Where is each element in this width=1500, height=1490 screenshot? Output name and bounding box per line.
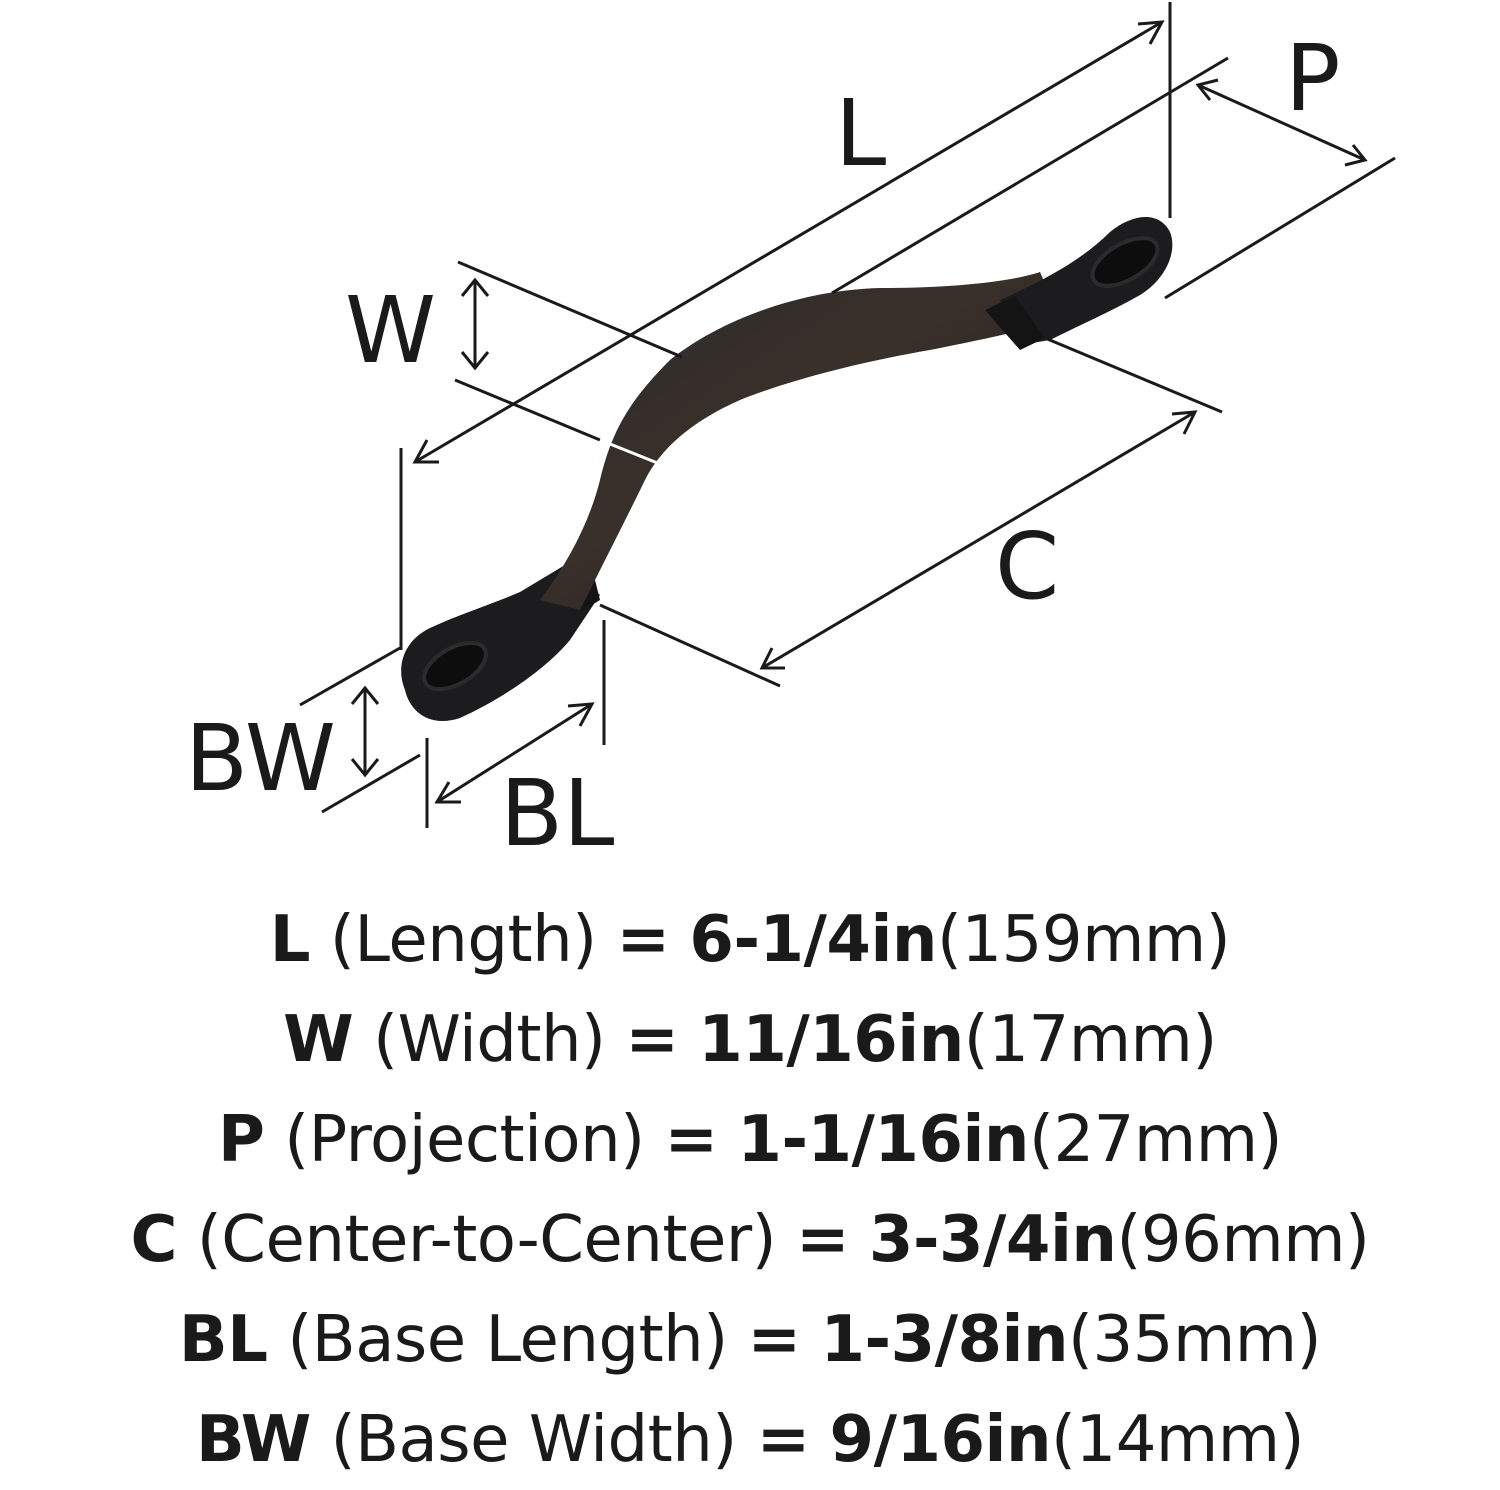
spec-name: (Width) bbox=[373, 1003, 606, 1077]
spec-symbol: BL bbox=[178, 1303, 268, 1377]
label-L: L bbox=[835, 80, 886, 187]
spec-row-base-width: BW (Base Width) = 9/16in(14mm) bbox=[0, 1390, 1500, 1490]
spec-row-projection: P (Projection) = 1-1/16in(27mm) bbox=[0, 1090, 1500, 1190]
spec-equals: = bbox=[625, 1003, 679, 1077]
spec-row-length: L (Length) = 6-1/4in(159mm) bbox=[0, 890, 1500, 990]
right-post bbox=[985, 296, 1045, 350]
spec-name: (Base Length) bbox=[287, 1303, 728, 1377]
label-P: P bbox=[1285, 25, 1340, 132]
dimension-C: C bbox=[599, 336, 1223, 688]
spec-name: (Projection) bbox=[284, 1103, 645, 1177]
dimension-diagram: L P W C BW bbox=[185, 2, 1396, 867]
spec-symbol: W bbox=[283, 1003, 354, 1077]
right-base-hole bbox=[1090, 236, 1160, 288]
spec-equals: = bbox=[756, 1403, 811, 1477]
dimension-BL: BL bbox=[425, 620, 614, 867]
label-W: W bbox=[345, 277, 436, 384]
label-C: C bbox=[995, 513, 1059, 620]
dimension-W: W bbox=[345, 260, 683, 472]
spec-imperial: 1-3/8in bbox=[820, 1303, 1069, 1377]
spec-metric: (27mm) bbox=[1028, 1103, 1283, 1177]
spec-equals: = bbox=[664, 1103, 718, 1177]
spec-imperial: 9/16in bbox=[829, 1403, 1052, 1477]
spec-equals: = bbox=[747, 1303, 802, 1377]
spec-equals: = bbox=[616, 903, 670, 977]
label-BL: BL bbox=[500, 760, 614, 867]
spec-imperial: 11/16in bbox=[698, 1003, 964, 1077]
spec-metric: (159mm) bbox=[936, 903, 1231, 977]
specifications-list: L (Length) = 6-1/4in(159mm) W (Width) = … bbox=[0, 890, 1500, 1490]
spec-name: (Base Width) bbox=[330, 1403, 738, 1477]
spec-symbol: C bbox=[130, 1203, 178, 1277]
dimension-BW: BW bbox=[185, 646, 421, 814]
dimension-P: P bbox=[831, 25, 1396, 300]
spec-equals: = bbox=[795, 1203, 850, 1277]
spec-symbol: BW bbox=[195, 1403, 311, 1477]
spec-row-center-to-center: C (Center-to-Center) = 3-3/4in(96mm) bbox=[0, 1190, 1500, 1290]
handle-arch bbox=[540, 272, 1060, 610]
spec-row-base-length: BL (Base Length) = 1-3/8in(35mm) bbox=[0, 1290, 1500, 1390]
spec-metric: (17mm) bbox=[963, 1003, 1218, 1077]
spec-metric: (35mm) bbox=[1068, 1303, 1322, 1377]
spec-symbol: L bbox=[269, 903, 311, 977]
spec-symbol: P bbox=[217, 1103, 265, 1177]
cabinet-pull-illustration bbox=[401, 217, 1173, 722]
label-BW: BW bbox=[185, 705, 336, 812]
left-base-hole bbox=[422, 640, 488, 692]
spec-metric: (96mm) bbox=[1116, 1203, 1370, 1277]
spec-metric: (14mm) bbox=[1051, 1403, 1305, 1477]
spec-name: (Length) bbox=[329, 903, 597, 977]
spec-name: (Center-to-Center) bbox=[196, 1203, 777, 1277]
spec-imperial: 1-1/16in bbox=[737, 1103, 1029, 1177]
spec-imperial: 3-3/4in bbox=[868, 1203, 1117, 1277]
dimension-L: L bbox=[399, 2, 1172, 650]
spec-row-width: W (Width) = 11/16in(17mm) bbox=[0, 990, 1500, 1090]
spec-imperial: 6-1/4in bbox=[689, 903, 937, 977]
